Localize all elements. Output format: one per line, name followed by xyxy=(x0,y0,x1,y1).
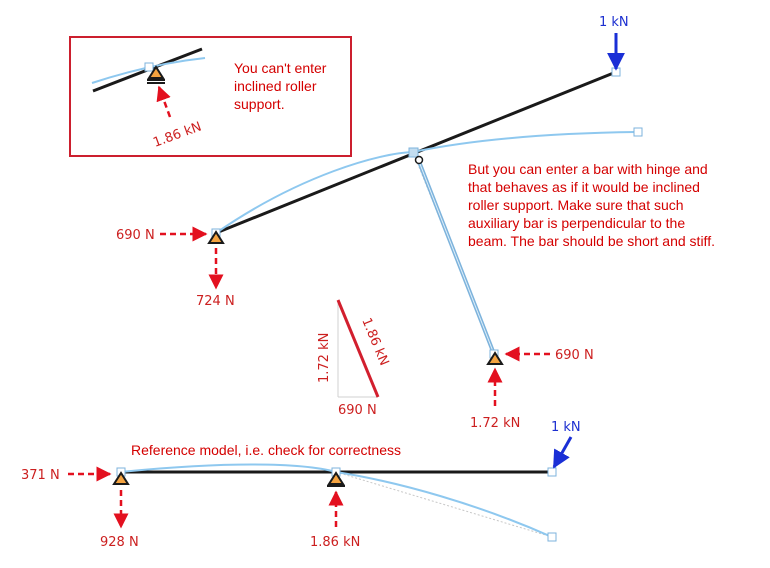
inset-note-line-1: You can't enter xyxy=(234,60,327,76)
reference-middle-vertical-label: 1.86 kN xyxy=(310,535,360,550)
force-triangle-vertical-label: 1.72 kN xyxy=(317,333,332,383)
force-triangle: 1.72 kN 690 N 1.86 kN xyxy=(317,299,391,418)
inset-inclined-reaction-arrow xyxy=(156,85,172,118)
main-note-line-1: But you can enter a bar with hinge and xyxy=(468,161,708,177)
main-load-label: 1 kN xyxy=(599,15,629,30)
inset-inclined-reaction-label: 1.86 kN xyxy=(151,119,203,150)
reference-load-label: 1 kN xyxy=(551,420,581,435)
reference-node-end xyxy=(547,467,557,477)
left-pinned-support-icon xyxy=(207,230,225,244)
node-beam-middle xyxy=(408,147,419,158)
main-note-line-3: roller support. Make sure that such xyxy=(468,197,684,213)
reference-left-horizontal-label: 371 N xyxy=(21,468,60,483)
aux-bar-pinned-support-icon xyxy=(486,351,504,365)
reference-middle-roller-support-icon xyxy=(327,471,345,487)
aux-vertical-reaction-label: 1.72 kN xyxy=(470,416,520,431)
auxiliary-bar-core xyxy=(417,158,495,355)
inset-panel: 1.86 kN You can't enter inclined roller … xyxy=(69,36,352,157)
left-vertical-reaction-label: 724 N xyxy=(196,294,235,309)
inset-frame xyxy=(69,36,352,157)
node-beam-end xyxy=(611,67,621,77)
main-model: 1 kN 690 N 724 N 690 N 1.72 kN But you c… xyxy=(116,15,715,431)
reference-left-vertical-label: 928 N xyxy=(100,535,139,550)
reference-load-arrow xyxy=(552,436,573,469)
left-horizontal-reaction-label: 690 N xyxy=(116,228,155,243)
main-note-line-4: auxiliary bar is perpendicular to the xyxy=(468,215,685,231)
node-deformed-end xyxy=(633,127,643,137)
inset-roller-support-icon xyxy=(147,65,165,84)
main-note-line-5: beam. The bar should be short and stiff. xyxy=(468,233,715,249)
reference-caption: Reference model, i.e. check for correctn… xyxy=(131,442,401,458)
aux-horizontal-reaction-label: 690 N xyxy=(555,348,594,363)
reference-left-pinned-support-icon xyxy=(112,471,130,485)
inset-node xyxy=(144,62,154,72)
force-triangle-horizontal-label: 690 N xyxy=(338,403,377,418)
reference-node-deformed-end xyxy=(547,532,557,542)
inset-note-line-3: support. xyxy=(234,96,285,112)
main-note-line-2: that behaves as if it would be inclined xyxy=(468,179,700,195)
reference-chord-guide xyxy=(335,471,553,538)
force-triangle-hypotenuse xyxy=(336,299,380,398)
inset-note-line-2: inclined roller xyxy=(234,78,317,94)
hinge-icon xyxy=(414,155,424,165)
reference-model: Reference model, i.e. check for correctn… xyxy=(21,420,581,550)
